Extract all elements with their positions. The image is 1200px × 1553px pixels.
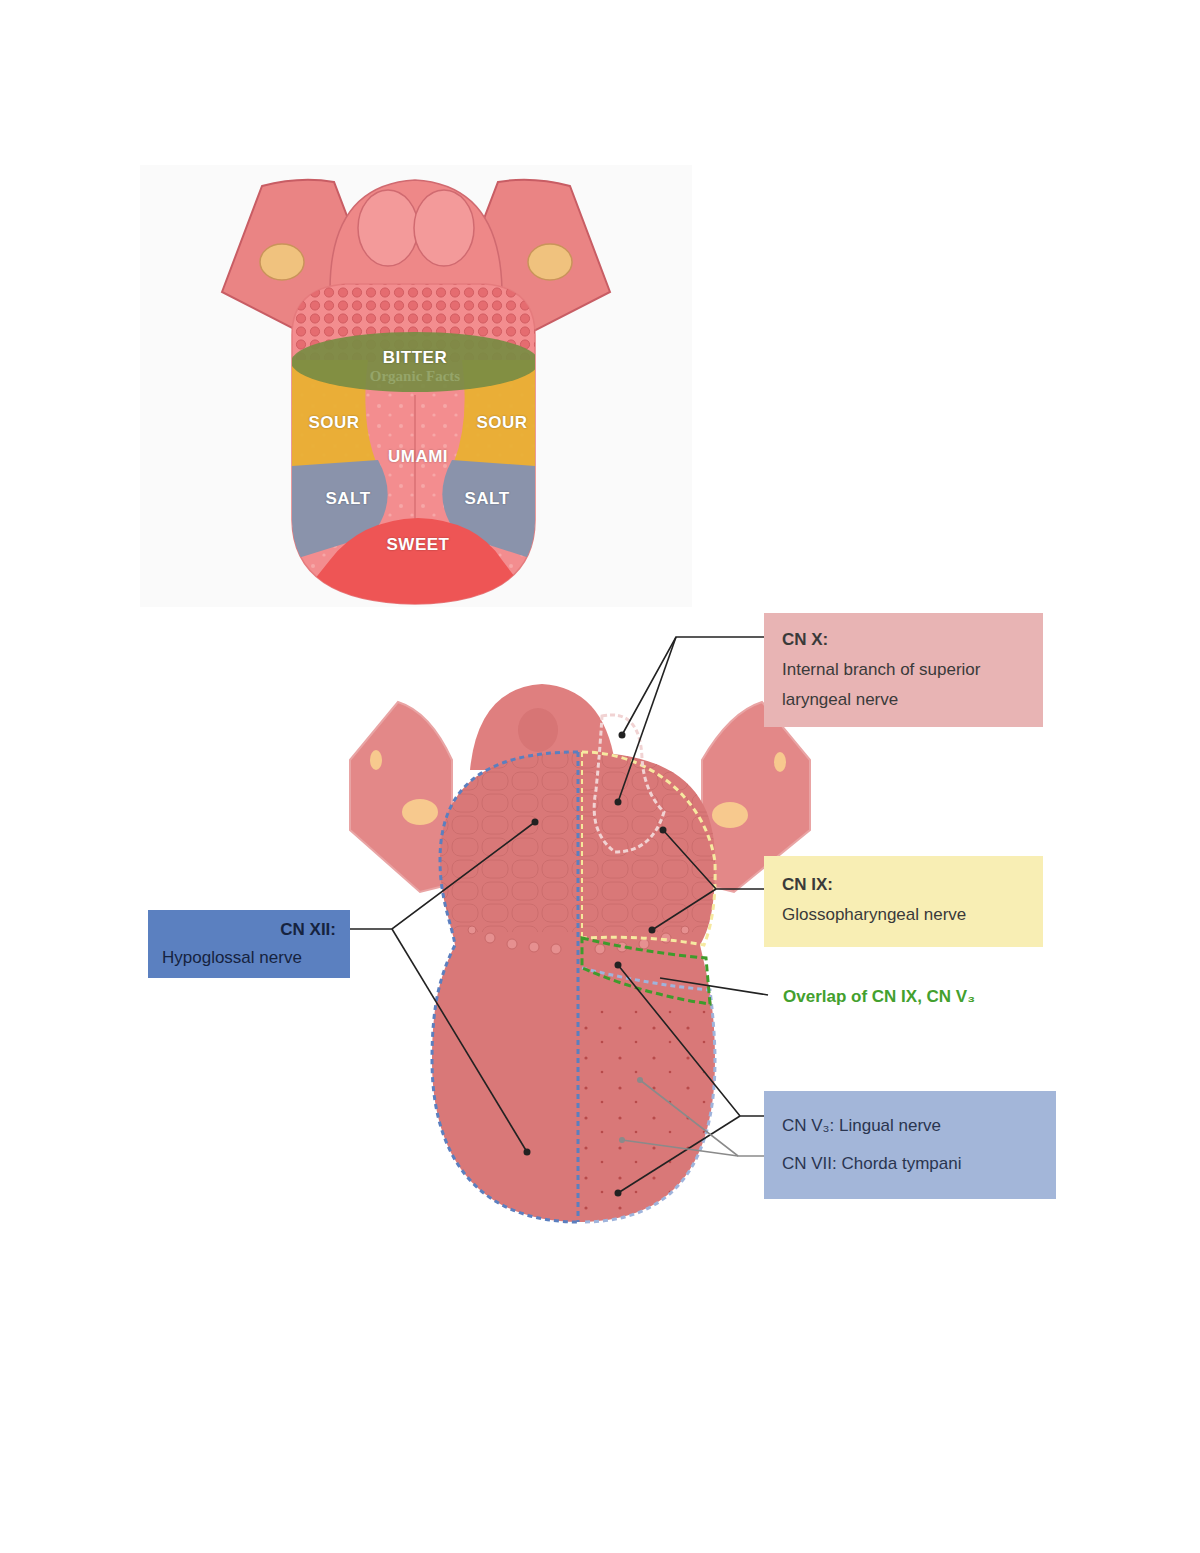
- leader-dot: [649, 927, 656, 934]
- leader-line: [350, 822, 535, 929]
- nerve-name: Hypoglossal nerve: [162, 944, 336, 972]
- vallate-papilla: [485, 933, 495, 943]
- hypoglossal-border: [432, 752, 578, 1222]
- taste-label: UMAMI: [388, 447, 448, 467]
- glossopharyngeal-border: [582, 752, 715, 945]
- bitter-zone: [291, 332, 539, 392]
- palatine-tonsil: [402, 799, 438, 825]
- vallate-papilla: [507, 939, 517, 949]
- sweet-zone: [290, 518, 540, 610]
- palatine-arch: [350, 702, 452, 892]
- nerve-heading: CN V₃: Lingual nerve: [782, 1107, 1038, 1145]
- nerve-label-box: CN XII:Hypoglossal nerve: [148, 910, 350, 978]
- leader-line: [652, 889, 716, 930]
- leader-line: [618, 637, 676, 802]
- leader-line: [660, 978, 768, 995]
- leader-dot: [615, 962, 622, 969]
- nerve-heading: CN XII:: [162, 916, 336, 944]
- leader-dot: [637, 1077, 643, 1083]
- taste-label: SALT: [325, 489, 370, 509]
- taste-label: SOUR: [308, 413, 359, 433]
- vallate-papilla: [468, 926, 476, 934]
- leader-dot: [615, 1190, 622, 1197]
- leader-dot: [524, 1149, 531, 1156]
- nerve-label-box: CN V₃: Lingual nerveCN VII: Chorda tympa…: [764, 1091, 1056, 1199]
- nerve-name: Internal branch of superior laryngeal ne…: [782, 655, 1025, 715]
- taste-label: SWEET: [387, 535, 450, 555]
- overlap-label: Overlap of CN IX, CN V₃: [783, 987, 975, 1007]
- epiglottis-fold: [518, 708, 558, 752]
- vallate-papilla: [551, 944, 561, 954]
- vallate-papilla: [529, 942, 539, 952]
- leader-dot: [619, 732, 626, 739]
- nerve-name: CN VII: Chorda tympani: [782, 1145, 1038, 1183]
- nerve-heading: CN X:: [782, 625, 1025, 655]
- epiglottis: [330, 180, 502, 290]
- fungiform-papillae: [580, 1000, 720, 1220]
- palatine-tonsil: [712, 802, 748, 828]
- leader-line: [622, 1140, 738, 1156]
- leader-lines: [350, 637, 768, 1193]
- leader-dots: [524, 732, 667, 1197]
- midline-border: [577, 752, 580, 1222]
- leader-dot: [532, 819, 539, 826]
- watermark: Organic Facts: [370, 368, 460, 385]
- nerve-heading: CN IX:: [782, 870, 1025, 900]
- nerve-name: Glossopharyngeal nerve: [782, 900, 1025, 930]
- leader-dots: [619, 1077, 643, 1143]
- tongue-texture: [430, 752, 720, 1220]
- nerve-label-box: CN X:Internal branch of superior larynge…: [764, 613, 1043, 727]
- nerve-label-box: CN IX:Glossopharyngeal nerve: [764, 856, 1043, 947]
- leader-line: [663, 830, 764, 889]
- leader-dot: [615, 799, 622, 806]
- leader-lines: [622, 1080, 764, 1156]
- palatine-tonsil: [774, 752, 786, 772]
- epiglottis-lobe: [358, 190, 418, 266]
- leader-line: [618, 965, 764, 1116]
- palatine-tonsil: [370, 750, 382, 770]
- leader-dot: [619, 1137, 625, 1143]
- vallate-papilla: [681, 926, 689, 934]
- leader-line: [392, 929, 527, 1152]
- leader-dot: [660, 827, 667, 834]
- overlap-border: [582, 938, 710, 1004]
- image-background: [140, 165, 692, 607]
- epiglottis-lobe: [414, 190, 474, 266]
- leader-line: [622, 637, 764, 735]
- taste-zones: [290, 282, 540, 610]
- palatine-tonsil: [528, 244, 572, 280]
- vallate-papilla: [639, 939, 649, 949]
- lingual-border: [582, 968, 715, 1222]
- vagus-border: [594, 715, 664, 852]
- midline-border: [581, 752, 583, 938]
- vallate-papilla: [595, 944, 605, 954]
- taste-label: SALT: [464, 489, 509, 509]
- taste-label: SOUR: [476, 413, 527, 433]
- taste-label: BITTER: [383, 348, 447, 368]
- palatine-tonsil: [260, 244, 304, 280]
- leader-line: [618, 1116, 740, 1193]
